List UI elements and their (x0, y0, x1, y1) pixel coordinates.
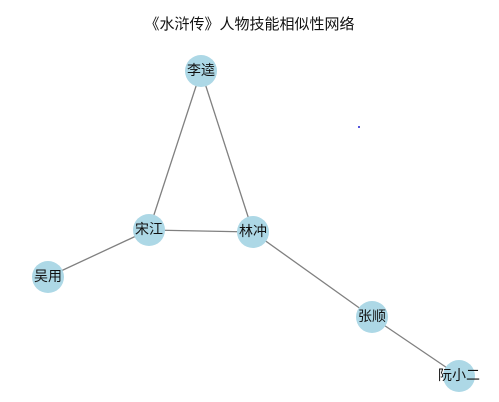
edge-sj-lc (148, 229, 254, 233)
node-circle (237, 216, 269, 248)
node-lc: 林冲 (237, 216, 269, 248)
node-label: 阮小二 (438, 368, 480, 384)
diagram-title: 《水浒传》人物技能相似性网络 (144, 15, 355, 33)
node-rx: 阮小二 (438, 360, 480, 392)
node-lk: 李逵 (185, 55, 217, 87)
node-sj: 宋江 (133, 214, 165, 246)
edge-lk-lc (200, 70, 254, 233)
node-circle (443, 360, 475, 392)
node-circle (185, 55, 217, 87)
stray-dot (358, 126, 360, 128)
node-label: 张顺 (358, 309, 386, 325)
edge-sj-wy (47, 229, 150, 278)
edge-zs-rx (371, 316, 460, 377)
node-zs: 张顺 (356, 301, 388, 333)
node-label: 宋江 (135, 222, 163, 238)
node-label: 林冲 (239, 224, 267, 240)
edge-lc-zs (252, 231, 373, 318)
edges-layer (47, 70, 460, 377)
node-circle (32, 261, 64, 293)
node-label: 吴用 (34, 269, 62, 285)
node-circle (133, 214, 165, 246)
node-circle (356, 301, 388, 333)
edge-lk-sj (148, 70, 202, 231)
node-label: 李逵 (187, 63, 215, 79)
node-wy: 吴用 (32, 261, 64, 293)
